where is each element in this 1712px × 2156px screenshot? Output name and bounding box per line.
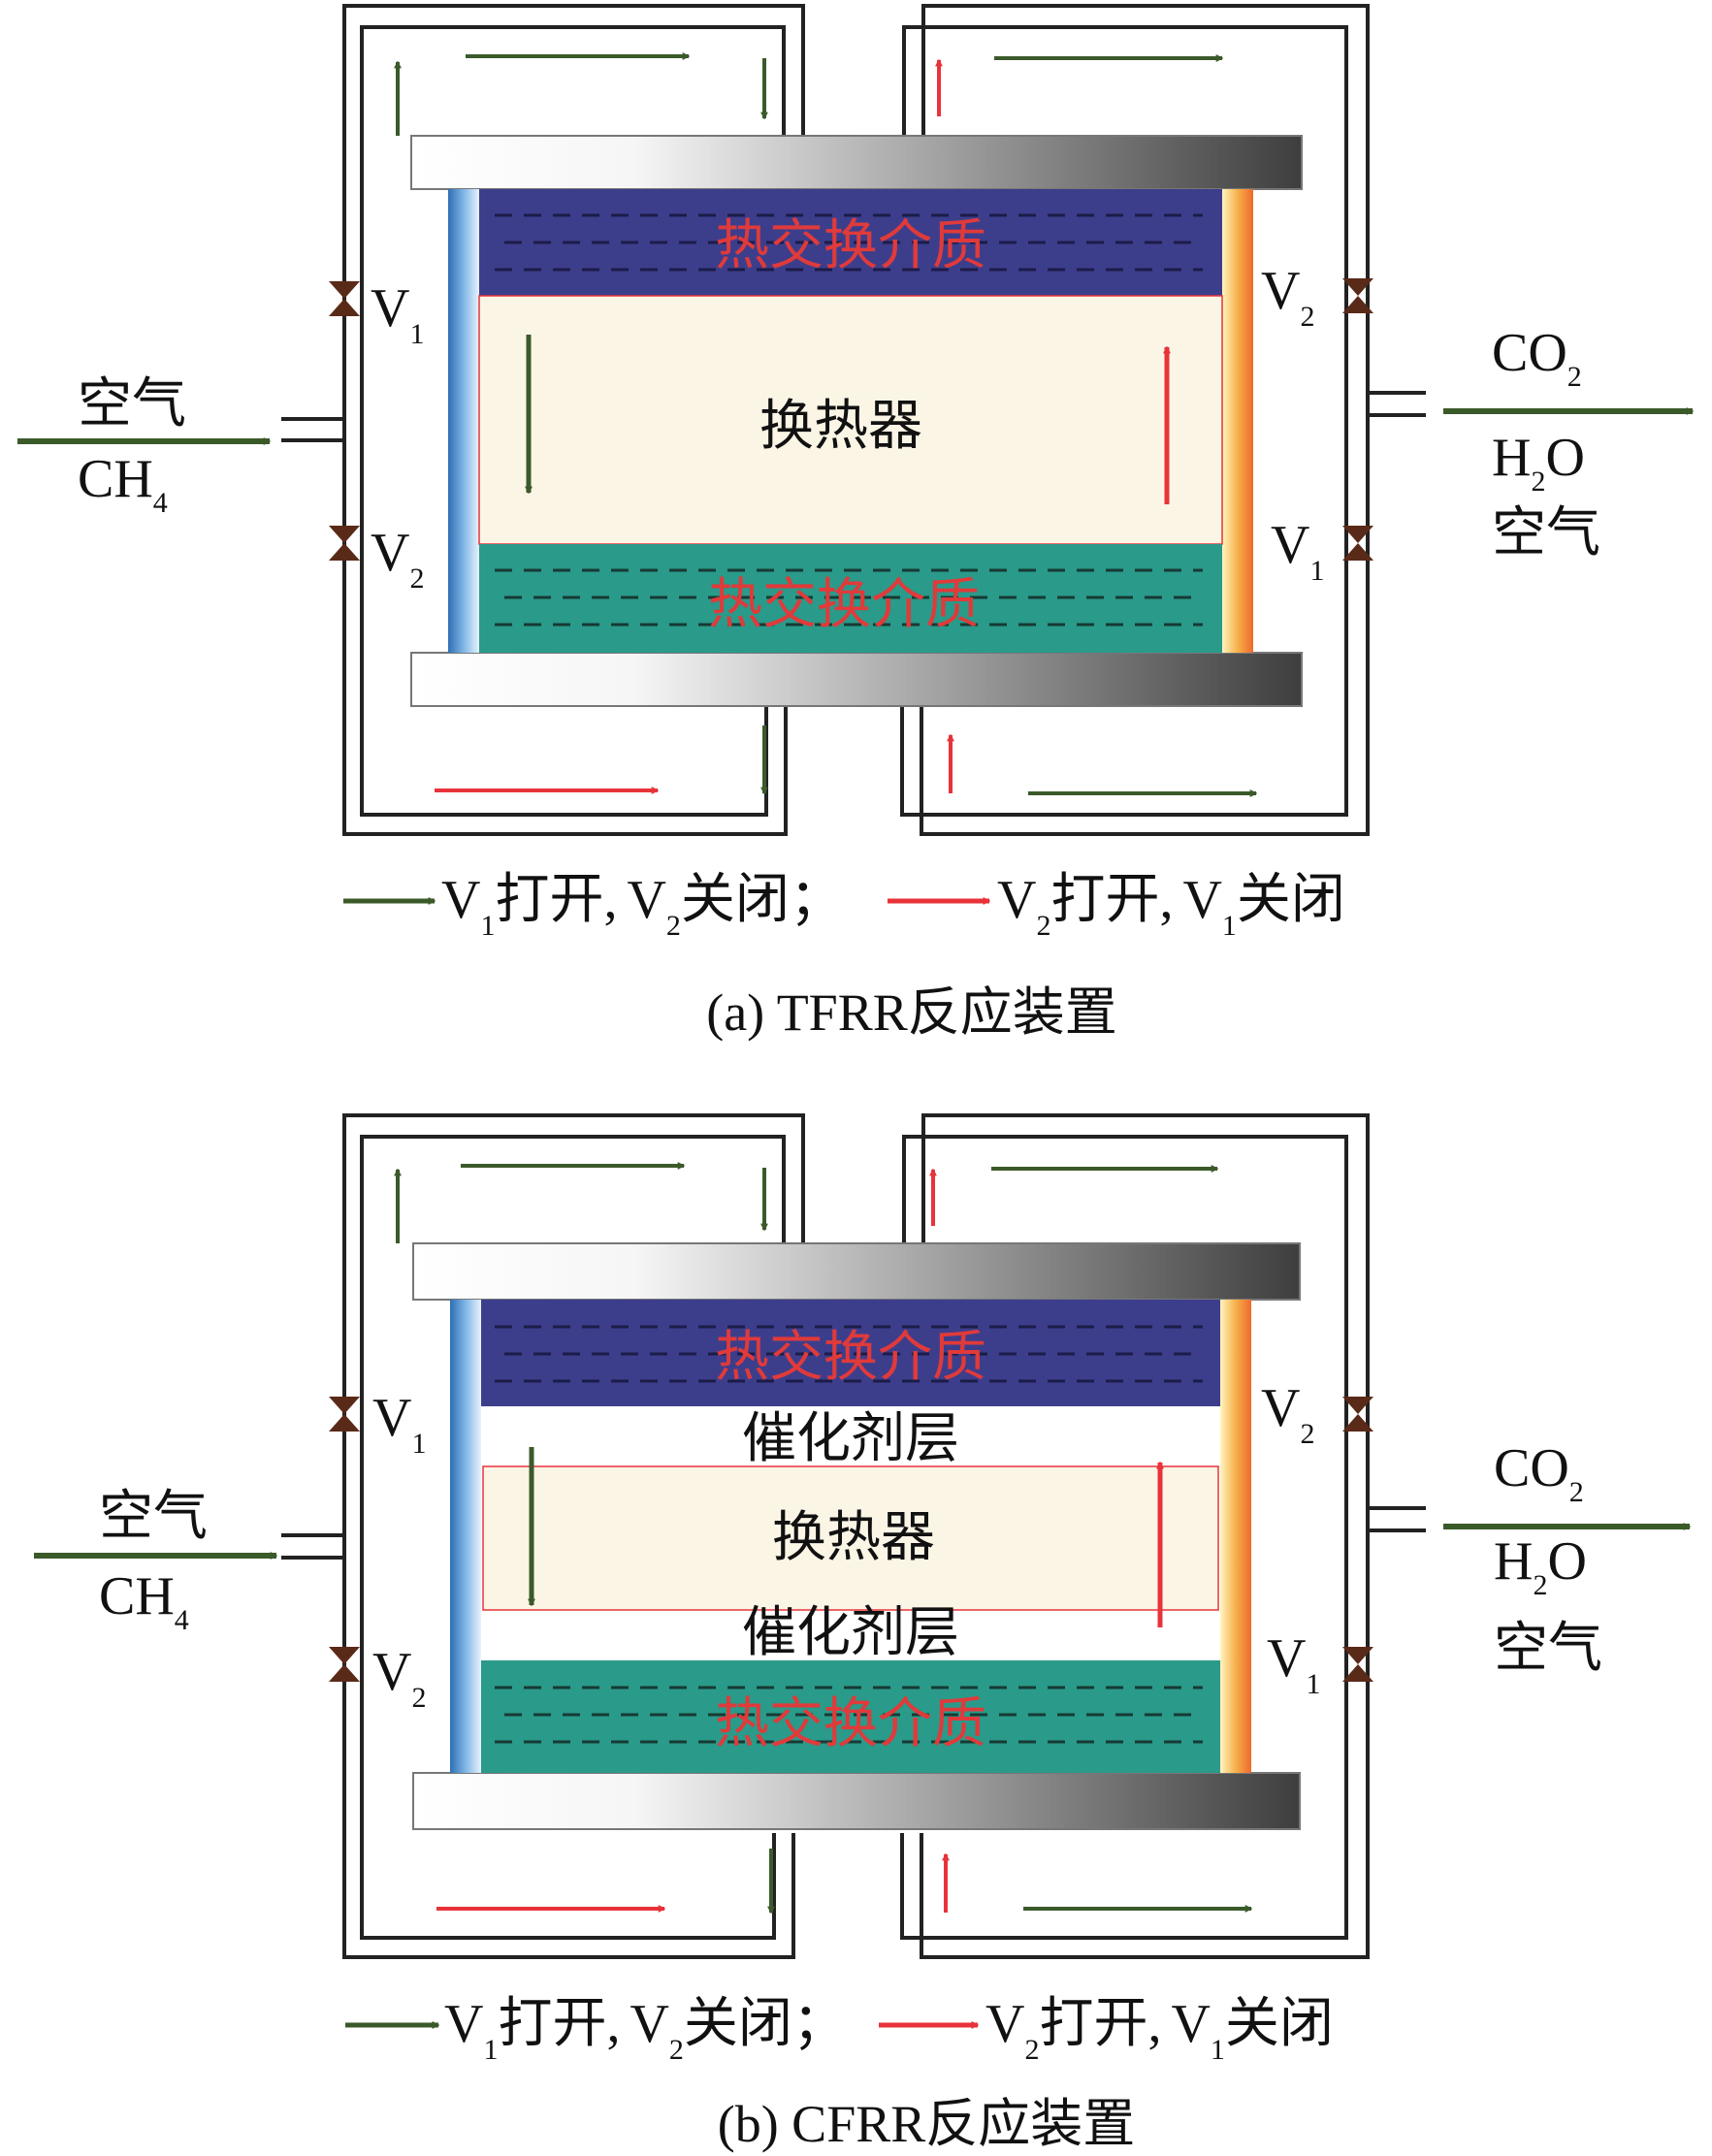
outlet-co2-label: CO2 [1492, 323, 1582, 393]
outlet-co2-label: CO2 [1494, 1438, 1584, 1508]
valve-label-right-bottom: V1 [1267, 1628, 1320, 1700]
top-medium-label: 热交换介质 [715, 1328, 986, 1388]
top-medium-label: 热交换介质 [715, 216, 986, 276]
legend-red-text: V2打开,V1关闭 [997, 870, 1345, 942]
pipe-network [281, 4, 1426, 836]
catalyst-label-top: 催化剂层 [742, 1409, 959, 1469]
valve-label-right-top: V2 [1261, 261, 1314, 333]
valve-icon [329, 281, 360, 316]
bottom-medium-label: 热交换介质 [715, 1694, 986, 1754]
caption-a: (a) TFRR反应装置 [706, 983, 1117, 1042]
valve-label-right-top: V2 [1261, 1378, 1314, 1450]
outlet-air-label: 空气 [1494, 1619, 1602, 1679]
catalyst-label-bottom: 催化剂层 [742, 1603, 959, 1663]
legend-green-text: V1打开,V2关闭； [444, 1994, 847, 2066]
panel-cfrr: 热交换介质 催化剂层 换热器 催化剂层 热交换介质 [34, 1113, 1690, 2153]
legend-red-text: V2打开,V1关闭 [985, 1994, 1334, 2066]
valve-icon [1342, 1647, 1373, 1682]
inlet-ch4-label: CH4 [78, 449, 168, 519]
bottom-medium-dashes [495, 568, 1203, 627]
valve-label-right-bottom: V1 [1271, 515, 1324, 587]
right-wall [1220, 1300, 1251, 1773]
inlet-air-label: 空气 [99, 1487, 208, 1547]
bottom-plate [412, 1772, 1301, 1830]
valve-label-left-top: V1 [372, 1388, 426, 1460]
bottom-medium-dashes [495, 1686, 1203, 1744]
outlet-h2o-label: H2O [1494, 1531, 1587, 1601]
top-medium-dashes [495, 1325, 1203, 1383]
outlet-air-label: 空气 [1492, 503, 1600, 563]
outlet-h2o-label: H2O [1492, 428, 1585, 498]
valve-icon [1342, 526, 1373, 561]
caption-b: (b) CFRR反应装置 [718, 2095, 1136, 2153]
valve-label-left-bottom: V2 [372, 1642, 426, 1714]
valve-label-left-top: V1 [371, 278, 424, 350]
top-plate [412, 1242, 1301, 1301]
valve-icon [329, 526, 360, 561]
legend-green-text: V1打开,V2关闭； [441, 870, 844, 942]
left-wall [450, 1300, 481, 1773]
bottom-heat-medium [481, 1660, 1220, 1773]
bottom-plate [410, 652, 1303, 707]
panel-tfrr: 热交换介质 换热器 热交换介质 [17, 4, 1693, 1042]
valve-icon [329, 1647, 360, 1682]
heat-exchanger [478, 295, 1223, 545]
valve-label-left-bottom: V2 [371, 523, 424, 595]
exchanger-label: 换热器 [772, 1508, 935, 1568]
bottom-medium-label: 热交换介质 [708, 575, 980, 635]
top-plate [410, 135, 1303, 190]
inlet-air-label: 空气 [78, 374, 186, 434]
heat-exchanger [482, 1465, 1219, 1611]
left-wall [448, 189, 479, 653]
right-wall [1222, 189, 1253, 653]
valve-icon [329, 1397, 360, 1432]
pipe-network [281, 1113, 1426, 1959]
valve-icon [1342, 278, 1373, 313]
valve-icon [1342, 1397, 1373, 1432]
inlet-ch4-label: CH4 [99, 1566, 189, 1636]
top-medium-dashes [495, 213, 1203, 272]
exchanger-label: 换热器 [759, 397, 922, 457]
